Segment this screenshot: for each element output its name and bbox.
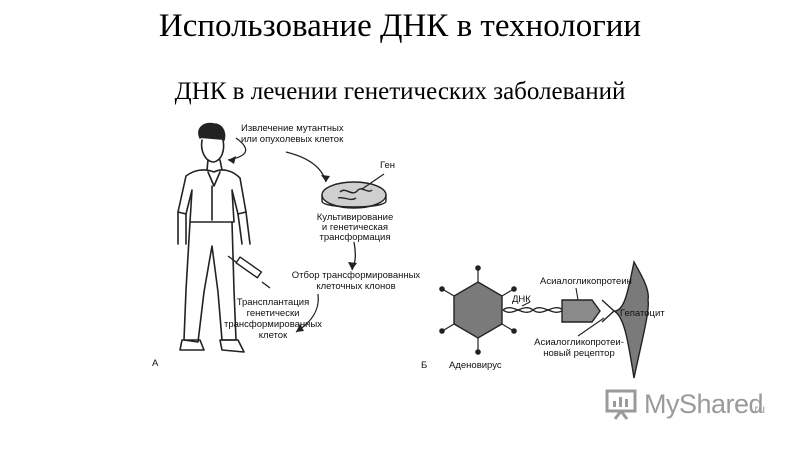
label-receptor-line1: Асиалогликопротеи- bbox=[534, 337, 624, 348]
person-figure bbox=[177, 122, 251, 353]
watermark-sub: ru bbox=[754, 402, 766, 416]
label-cultivation-line3: трансформация bbox=[319, 232, 391, 243]
label-transplant-line4: клеток bbox=[258, 330, 288, 341]
label-cultivation-line2: и генетическая bbox=[321, 222, 389, 233]
label-transplant-line1: Трансплантация bbox=[236, 297, 310, 308]
label-extraction-line1: Извлечение мутантных bbox=[241, 123, 344, 134]
presentation-board-icon bbox=[605, 389, 637, 420]
adenovirus-icon bbox=[439, 265, 517, 355]
label-transplant-line3: трансформированных bbox=[224, 319, 322, 330]
label-extraction-line2: или опухолевых клеток bbox=[241, 134, 344, 145]
label-gene: Ген bbox=[380, 160, 396, 171]
hepatocyte-icon bbox=[613, 260, 650, 379]
panel-b-letter: Б bbox=[421, 360, 428, 371]
slide-title: Использование ДНК в технологии bbox=[158, 8, 642, 44]
label-asialoglycoprotein: Асиалогликопротеин bbox=[540, 276, 632, 287]
label-selection-line1: Отбор трансформированных bbox=[291, 270, 421, 281]
asialoglycoprotein-block bbox=[561, 299, 601, 323]
panel-a-letter: А bbox=[152, 358, 159, 369]
label-selection-line2: клеточных клонов bbox=[316, 281, 396, 292]
slide-subtitle: ДНК в лечении генетических заболеваний bbox=[174, 78, 626, 105]
label-hepatocyte: Гепатоцит bbox=[620, 308, 665, 319]
label-cultivation-line1: Культивирование bbox=[316, 212, 394, 223]
label-receptor-line2: новый рецептор bbox=[543, 348, 615, 359]
dna-helix-icon bbox=[502, 307, 564, 313]
petri-dish-icon bbox=[321, 181, 387, 209]
syringe-icon bbox=[227, 255, 271, 289]
label-transplant-line2: генетически bbox=[246, 308, 300, 319]
label-dna: ДНК bbox=[512, 294, 531, 305]
watermark-text: MyShared bbox=[644, 388, 764, 419]
label-adenovirus: Аденовирус bbox=[449, 360, 502, 371]
myshared-watermark[interactable]: MyShared ru bbox=[604, 386, 766, 422]
